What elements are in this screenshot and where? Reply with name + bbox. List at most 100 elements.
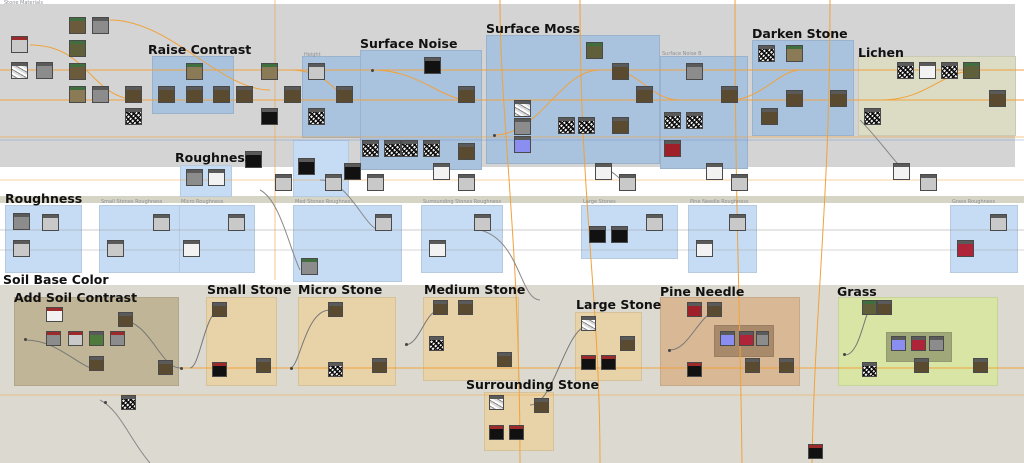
lichen-node[interactable] xyxy=(897,62,914,79)
blend-node[interactable] xyxy=(261,63,278,80)
surface-noise-b-node[interactable] xyxy=(686,63,703,80)
roughness-node[interactable] xyxy=(13,240,30,257)
surface-moss-node[interactable] xyxy=(636,86,653,103)
roughness-node[interactable] xyxy=(186,169,203,186)
surface-moss-node[interactable] xyxy=(612,117,629,134)
medium-stone-node[interactable] xyxy=(433,300,448,315)
darken-stone-node[interactable] xyxy=(830,90,847,107)
material-node[interactable] xyxy=(69,40,86,57)
surface-moss-node[interactable] xyxy=(514,118,531,135)
blend-node[interactable] xyxy=(284,86,301,103)
large-stone-node[interactable] xyxy=(601,355,616,370)
raise-contrast-node[interactable] xyxy=(213,86,230,103)
surface-noise-node[interactable] xyxy=(362,140,379,157)
wire-reroute-dot[interactable] xyxy=(104,401,107,404)
surface-moss-node[interactable] xyxy=(612,63,629,80)
roughness-node[interactable] xyxy=(275,174,292,191)
surface-noise-node[interactable] xyxy=(423,140,440,157)
soil-node[interactable] xyxy=(46,331,61,346)
roughness-node[interactable] xyxy=(595,163,612,180)
grass-node[interactable] xyxy=(973,358,988,373)
darken-stone-node[interactable] xyxy=(758,45,775,62)
pine-needle-node[interactable] xyxy=(756,331,769,346)
surface-noise-node[interactable] xyxy=(458,86,475,103)
input-node[interactable] xyxy=(11,62,28,79)
roughness-node[interactable] xyxy=(458,174,475,191)
wire-reroute-dot[interactable] xyxy=(180,367,183,370)
wire-reroute-dot[interactable] xyxy=(843,353,846,356)
soil-node[interactable] xyxy=(110,331,125,346)
surface-noise-b-node[interactable] xyxy=(721,86,738,103)
pine-needle-node[interactable] xyxy=(707,302,722,317)
medium-stone-node[interactable] xyxy=(429,336,444,351)
surrounding-stones-roughness-node[interactable] xyxy=(429,240,446,257)
pine-needle-frame[interactable] xyxy=(660,297,800,386)
grass-node[interactable] xyxy=(862,362,877,377)
surface-noise-b-node[interactable] xyxy=(664,140,681,157)
surface-noise-b-node[interactable] xyxy=(686,112,703,129)
pine-needle-roughness-node[interactable] xyxy=(729,214,746,231)
input-node[interactable] xyxy=(11,36,28,53)
medium-stone-node[interactable] xyxy=(458,300,473,315)
output-node[interactable] xyxy=(808,444,823,459)
pine-needle-node[interactable] xyxy=(720,331,735,346)
roughness-node[interactable] xyxy=(731,174,748,191)
small-stones-roughness-node[interactable] xyxy=(153,214,170,231)
soil-node[interactable] xyxy=(68,331,83,346)
wire-reroute-dot[interactable] xyxy=(668,349,671,352)
grass-node[interactable] xyxy=(891,336,906,351)
darken-stone-node[interactable] xyxy=(761,108,778,125)
pine-needle-node[interactable] xyxy=(687,362,702,377)
pine-needle-node[interactable] xyxy=(779,358,794,373)
surface-noise-node[interactable] xyxy=(458,143,475,160)
surface-moss-node[interactable] xyxy=(578,117,595,134)
raise-contrast-node[interactable] xyxy=(158,86,175,103)
blend-node[interactable] xyxy=(92,86,109,103)
roughness-node[interactable] xyxy=(298,158,315,175)
material-node[interactable] xyxy=(69,86,86,103)
wire-reroute-dot[interactable] xyxy=(493,134,496,137)
small-stone-node[interactable] xyxy=(212,302,227,317)
surface-moss-node[interactable] xyxy=(586,42,603,59)
lichen-node[interactable] xyxy=(919,62,936,79)
height-node[interactable] xyxy=(308,63,325,80)
surface-noise-b-node[interactable] xyxy=(664,112,681,129)
lichen-node[interactable] xyxy=(989,90,1006,107)
roughness-node[interactable] xyxy=(42,214,59,231)
med-stones-roughness-node[interactable] xyxy=(375,214,392,231)
surface-moss-node[interactable] xyxy=(558,117,575,134)
surface-noise-node[interactable] xyxy=(384,140,401,157)
lichen-node[interactable] xyxy=(864,108,881,125)
soil-mask-node[interactable] xyxy=(121,395,136,410)
large-stones-roughness-node[interactable] xyxy=(611,226,628,243)
blend-node[interactable] xyxy=(36,62,53,79)
grass-node[interactable] xyxy=(929,336,944,351)
roughness-node[interactable] xyxy=(208,169,225,186)
surrounding-stone-node[interactable] xyxy=(489,395,504,410)
small-stone-node[interactable] xyxy=(256,358,271,373)
grass-roughness-node[interactable] xyxy=(990,214,1007,231)
lichen-node[interactable] xyxy=(963,62,980,79)
blend-node[interactable] xyxy=(92,17,109,34)
small-stone-node[interactable] xyxy=(212,362,227,377)
micro-roughness-node[interactable] xyxy=(183,240,200,257)
pine-needle-node[interactable] xyxy=(745,358,760,373)
blend-node[interactable] xyxy=(236,86,253,103)
micro-stone-node[interactable] xyxy=(328,362,343,377)
wire-reroute-dot[interactable] xyxy=(371,69,374,72)
small-stones-roughness-node[interactable] xyxy=(107,240,124,257)
roughness-node[interactable] xyxy=(367,174,384,191)
material-node[interactable] xyxy=(69,63,86,80)
soil-node[interactable] xyxy=(46,307,63,322)
micro-stone-node[interactable] xyxy=(372,358,387,373)
roughness-node[interactable] xyxy=(344,163,361,180)
large-stone-node[interactable] xyxy=(620,336,635,351)
grass-node[interactable] xyxy=(862,300,877,315)
medium-stone-node[interactable] xyxy=(497,352,512,367)
large-stones-roughness-node[interactable] xyxy=(646,214,663,231)
med-stones-roughness-node[interactable] xyxy=(301,258,318,275)
material-node[interactable] xyxy=(69,17,86,34)
roughness-node[interactable] xyxy=(619,174,636,191)
soil-node[interactable] xyxy=(118,312,133,327)
surface-moss-node[interactable] xyxy=(514,100,531,117)
